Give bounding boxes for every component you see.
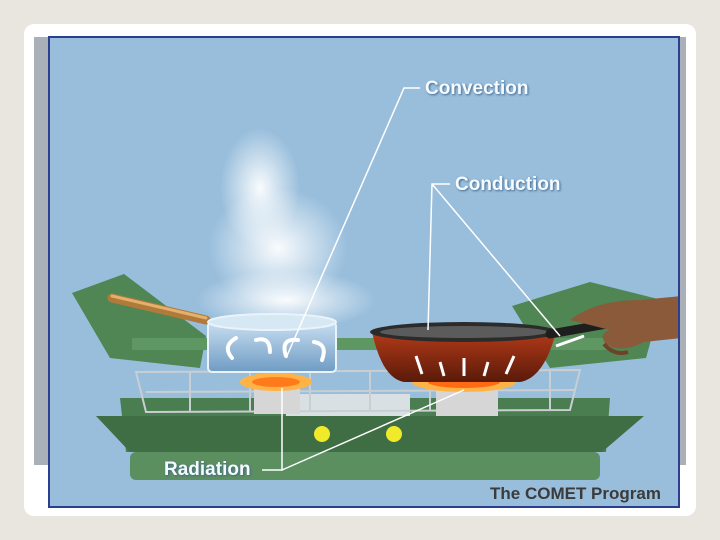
steam-cloud: [196, 128, 376, 330]
water-pot: [207, 313, 337, 373]
left-burner: [240, 373, 312, 414]
lid-rod: [107, 293, 211, 325]
credit-text: The COMET Program: [490, 484, 661, 503]
conduction-label: Conduction: [455, 174, 561, 195]
radiation-label: Radiation: [164, 459, 251, 480]
frying-pan: [370, 315, 635, 382]
heat-transfer-illustration: [72, 87, 678, 480]
hand: [570, 296, 678, 355]
diagram-panel: Convection Conduction Radiation The COME…: [48, 36, 680, 508]
convection-label: Convection: [425, 78, 529, 99]
stove-knobs: [314, 426, 402, 442]
leader-lines: [262, 87, 561, 471]
